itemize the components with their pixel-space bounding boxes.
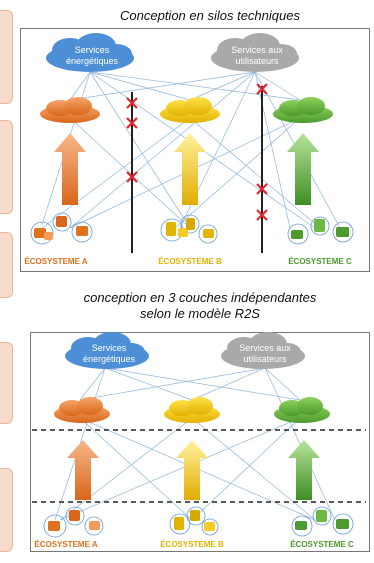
service-cloud-icon[interactable]: Services aux utilisateurs [221, 332, 305, 369]
device-cluster-icon [160, 214, 218, 244]
side-tab-3[interactable] [0, 232, 13, 298]
top-cloud-energy-label-2: énergétiques [66, 56, 119, 66]
top-ecosystem-b-label: ÉCOSYSTEME B [158, 257, 222, 266]
bottom-diagram: Services énergétiques Services aux utili… [32, 332, 366, 549]
top-cross-marks [126, 83, 268, 221]
cross-mark-icon [126, 171, 138, 183]
device-cluster-icon [287, 216, 354, 245]
device-cluster-icon [291, 506, 354, 537]
bottom-ecosystem-c-label: ÉCOSYSTEME C [290, 540, 354, 549]
layer-cloud-icon [160, 97, 220, 123]
bottom-cloud-users-label-2: utilisateurs [243, 354, 287, 364]
cross-mark-icon [256, 209, 268, 221]
top-diagram: Services énergétiques Services aux utili… [24, 33, 354, 266]
device-cluster-icon [169, 506, 219, 536]
bottom-ecosystem-a-label: ÉCOSYSTEME A [34, 540, 97, 549]
layer-cloud-icon [164, 397, 220, 423]
bottom-ecosystem-b-label: ÉCOSYSTEME B [160, 540, 224, 549]
upward-arrow-icon [54, 133, 86, 205]
cross-mark-icon [126, 97, 138, 109]
cross-mark-icon [256, 83, 268, 95]
upward-arrow-icon [287, 133, 319, 205]
upward-arrow-icon [176, 440, 208, 500]
top-ecosystem-a-label: ÉCOSYSTEME A [24, 257, 87, 266]
bottom-cloud-energy-label-1: Services [92, 343, 127, 353]
layer-cloud-icon [54, 397, 110, 423]
layer-cloud-icon [273, 97, 333, 123]
side-tab-5[interactable] [0, 468, 13, 552]
side-tab-1[interactable] [0, 10, 13, 104]
cross-mark-icon [256, 183, 268, 195]
top-cloud-energy-label-1: Services [75, 45, 110, 55]
layer-cloud-icon [274, 397, 330, 423]
bottom-caption-line1: conception en 3 couches indépendantes [83, 290, 317, 305]
service-cloud-icon[interactable]: Services énergétiques [65, 332, 149, 369]
service-cloud-icon[interactable]: Services énergétiques [46, 33, 134, 72]
upward-arrow-icon [174, 133, 206, 205]
upward-arrow-icon [67, 440, 99, 500]
device-cluster-icon [30, 212, 93, 245]
device-cluster-icon [43, 506, 104, 538]
bottom-cloud-users-label-1: Services aux [239, 343, 291, 353]
layer-cloud-icon [40, 97, 100, 123]
top-cloud-users-label-2: utilisateurs [235, 56, 279, 66]
side-tab-4[interactable] [0, 342, 13, 424]
bottom-cloud-energy-label-2: énergétiques [83, 354, 136, 364]
side-tab-2[interactable] [0, 120, 13, 214]
upward-arrow-icon [288, 440, 320, 500]
cross-mark-icon [126, 117, 138, 129]
service-cloud-icon[interactable]: Services aux utilisateurs [211, 33, 299, 72]
top-cloud-users-label-1: Services aux [231, 45, 283, 55]
top-ecosystem-c-label: ÉCOSYSTEME C [288, 257, 352, 266]
bottom-caption-line2: selon le modèle R2S [140, 306, 260, 321]
top-caption: Conception en silos techniques [120, 8, 300, 23]
